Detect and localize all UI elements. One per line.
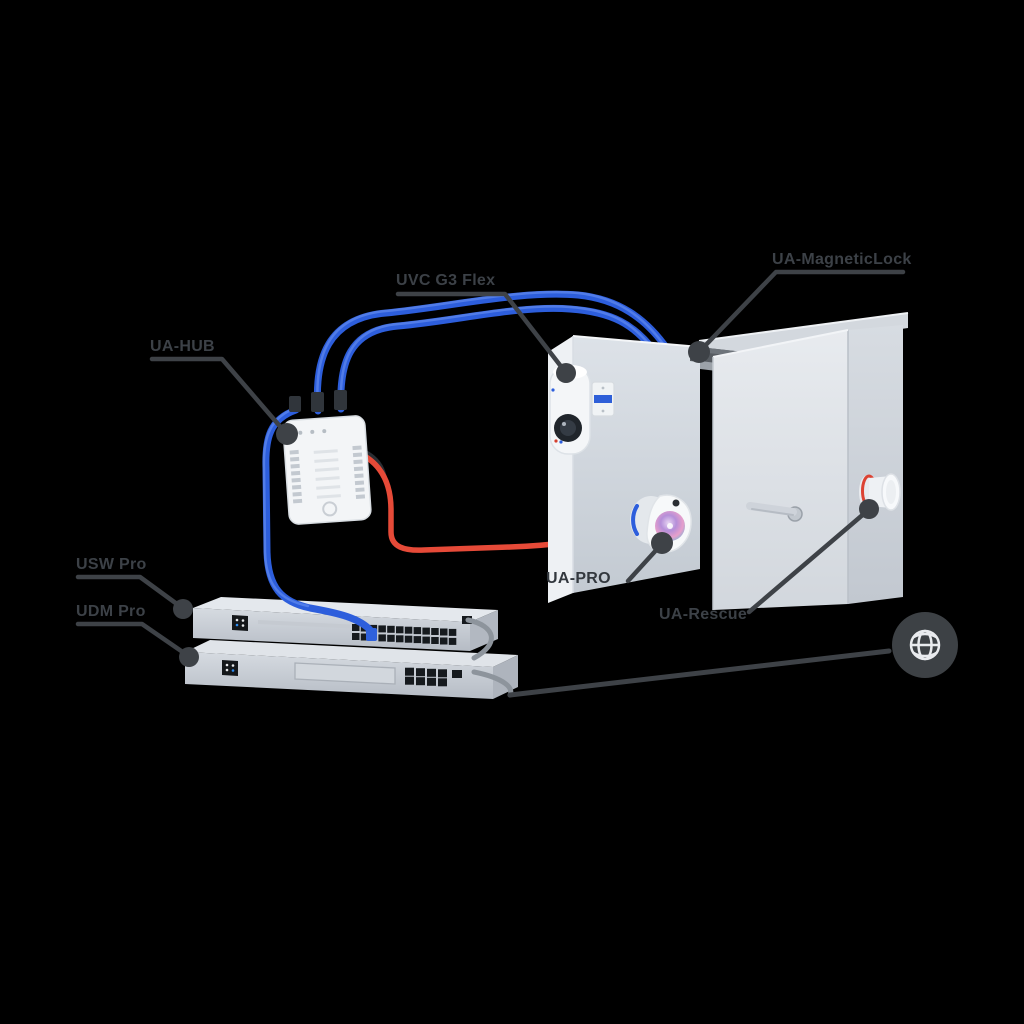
globe-icon bbox=[892, 612, 958, 678]
ethernet-cable-pair-highlight bbox=[316, 290, 668, 411]
gateway-port-bank bbox=[405, 667, 462, 687]
switch-device bbox=[193, 597, 498, 651]
hub-device bbox=[282, 415, 372, 525]
label-rescue: UA-Rescue bbox=[659, 606, 748, 623]
label-reader: UA-PRO bbox=[546, 570, 611, 587]
label-camera: UVC G3 Flex bbox=[396, 272, 496, 289]
exit-button-device bbox=[859, 473, 901, 511]
gateway-device bbox=[185, 640, 518, 699]
leader-dots bbox=[173, 341, 879, 667]
leader-lines bbox=[75, 269, 906, 658]
label-gateway: UDM Pro bbox=[76, 603, 146, 620]
lock-power-cable bbox=[354, 446, 574, 553]
label-switch: USW Pro bbox=[76, 556, 147, 573]
label-magnetic-lock: UA-MagneticLock bbox=[772, 251, 912, 268]
door-handle bbox=[746, 502, 803, 522]
label-hub: UA-HUB bbox=[150, 338, 215, 355]
door-panel bbox=[712, 325, 903, 610]
hub-cable-boots bbox=[289, 390, 347, 412]
wall-keystone-jack bbox=[591, 381, 615, 417]
door-frame bbox=[698, 312, 909, 358]
internet-uplink-line bbox=[507, 648, 892, 698]
